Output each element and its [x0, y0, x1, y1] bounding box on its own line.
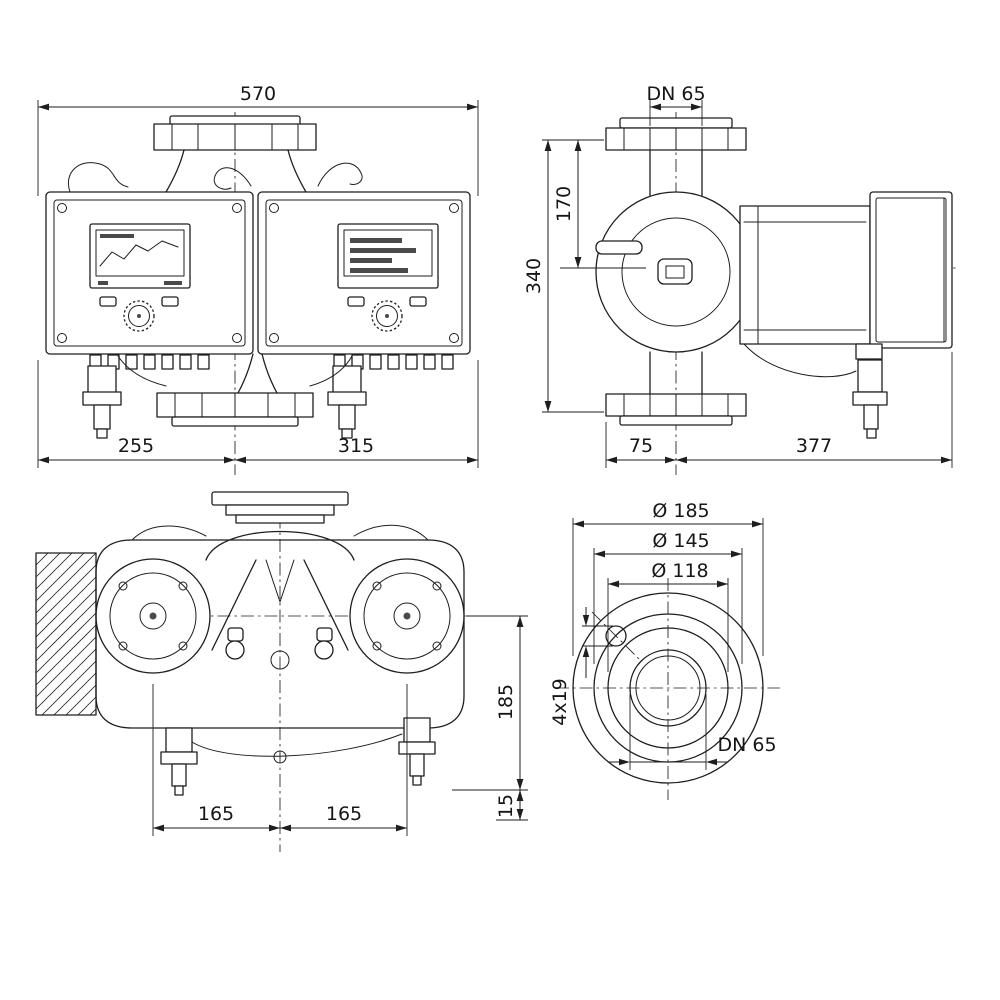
right-display	[337, 223, 439, 289]
screw-icon	[232, 333, 242, 343]
motor-housing	[739, 205, 871, 345]
front-pump-body	[68, 115, 363, 193]
screw-icon	[269, 333, 279, 343]
left-motor-top	[95, 558, 211, 674]
screw-icon	[232, 203, 242, 213]
dim-165-right-label: 165	[326, 803, 362, 825]
dim-315-label: 315	[338, 435, 374, 457]
screw-icon	[178, 641, 188, 651]
dim-340-label: 340	[523, 258, 545, 294]
dim-255-label: 255	[118, 435, 154, 457]
side-view: DN 65 340 170 75	[523, 83, 958, 475]
cable-glands	[89, 354, 454, 370]
dim-d118-label: Ø 118	[651, 560, 708, 582]
dim-diameter-185: Ø 185	[572, 500, 764, 656]
right-motor-top	[349, 558, 465, 674]
dim-170: 170	[553, 140, 646, 269]
top-valves	[160, 717, 436, 796]
dim-dn65-flange: DN 65	[609, 694, 777, 770]
screw-icon	[57, 333, 67, 343]
screw-icon	[449, 333, 459, 343]
module-button	[161, 296, 179, 307]
dim-75-377: 75 377	[605, 352, 953, 468]
dim-170-label: 170	[553, 186, 575, 222]
dim-570: 570	[37, 83, 479, 196]
front-feet	[82, 355, 367, 439]
side-pump-body	[595, 117, 953, 439]
screw-icon	[372, 581, 382, 591]
screw-icon	[449, 203, 459, 213]
dim-340: 340	[523, 139, 604, 413]
dim-255-315: 255 315	[37, 360, 479, 468]
screw-icon	[432, 581, 442, 591]
screw-icon	[118, 641, 128, 651]
screw-icon	[269, 203, 279, 213]
module-button	[409, 296, 427, 307]
screw-icon	[178, 581, 188, 591]
dim-570-label: 570	[240, 83, 276, 105]
top-sensors	[225, 627, 334, 660]
screw-icon	[432, 641, 442, 651]
top-pump-body	[95, 491, 465, 729]
flange-outer-circle	[572, 592, 764, 784]
dim-15: 15	[495, 790, 528, 821]
dim-185: 185	[452, 615, 528, 791]
dim-185-label: 185	[495, 684, 517, 720]
side-control-module	[869, 191, 953, 349]
insulation-block	[35, 552, 97, 716]
right-control-module	[257, 191, 471, 355]
dim-165-165: 165 165	[152, 684, 408, 836]
left-control-module	[45, 191, 254, 355]
raised-face-circle	[607, 627, 729, 749]
screw-icon	[57, 203, 67, 213]
dim-4x19-label: 4x19	[549, 678, 571, 726]
dim-dn65-flange-label: DN 65	[717, 734, 776, 756]
left-display	[89, 223, 191, 289]
dim-d145-label: Ø 145	[652, 530, 709, 552]
dim-diameter-145: Ø 145	[593, 530, 743, 664]
module-button	[347, 296, 365, 307]
dim-diameter-118: Ø 118	[607, 560, 729, 672]
front-view: 570 255 315	[37, 83, 479, 475]
dim-dn65-top-label: DN 65	[646, 83, 705, 105]
dim-165-left-label: 165	[198, 803, 234, 825]
dim-d185-label: Ø 185	[652, 500, 709, 522]
dim-4x19: 4x19	[549, 607, 613, 726]
dim-75-label: 75	[629, 435, 653, 457]
left-knob	[123, 300, 155, 332]
dim-dn65-top: DN 65	[646, 83, 706, 126]
flange-detail-view: Ø 185 Ø 145 Ø 118 4x19	[549, 500, 780, 800]
terminal-clamp	[855, 343, 883, 360]
right-knob	[371, 300, 403, 332]
front-bottom-flange	[156, 353, 314, 427]
bore-outer-circle	[629, 649, 707, 727]
dim-15-label: 15	[495, 794, 517, 818]
screw-icon	[372, 641, 382, 651]
bore-inner-circle	[635, 655, 701, 721]
dim-377-label: 377	[796, 435, 832, 457]
vent-handle	[595, 240, 643, 255]
module-button	[99, 296, 117, 307]
top-view: 185 15 165 165	[35, 491, 528, 852]
screw-icon	[118, 581, 128, 591]
bolt-hole	[605, 625, 627, 647]
